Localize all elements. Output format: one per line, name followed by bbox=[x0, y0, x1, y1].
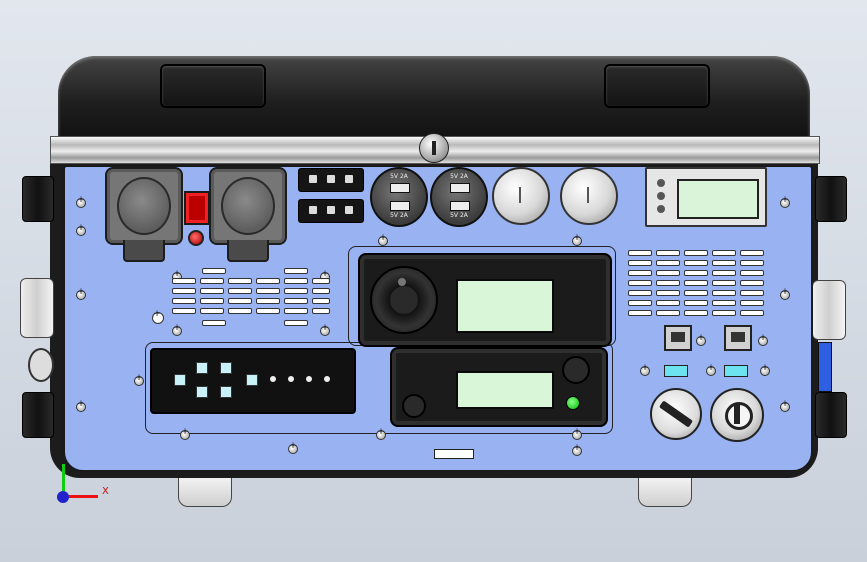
keypad-indicator-icon bbox=[324, 376, 330, 382]
screw-icon bbox=[172, 323, 182, 336]
socket-cover-tab[interactable] bbox=[227, 240, 269, 262]
screw-icon bbox=[320, 323, 330, 336]
keypad-key[interactable] bbox=[246, 374, 258, 386]
lid-handle-right[interactable] bbox=[604, 64, 710, 108]
screw-icon bbox=[180, 427, 190, 440]
indicator-button-left[interactable] bbox=[664, 365, 688, 377]
main-lcd-display bbox=[456, 279, 554, 333]
axis-x-icon bbox=[64, 495, 98, 498]
axis-origin-icon bbox=[57, 491, 69, 503]
screw-icon bbox=[572, 427, 582, 440]
power-socket-left-icon[interactable] bbox=[105, 167, 183, 245]
case-foot-right bbox=[638, 478, 692, 507]
usb-label: 5V 2A bbox=[450, 212, 468, 219]
usb-port-right-icon[interactable]: 5V 2A 5V 2A bbox=[430, 167, 488, 227]
power-socket-right-icon[interactable] bbox=[209, 167, 287, 245]
axis-x-label: X bbox=[102, 486, 109, 497]
meter-button-icon[interactable] bbox=[657, 179, 665, 187]
lid-handle-left[interactable] bbox=[160, 64, 266, 108]
power-indicator-icon bbox=[188, 230, 204, 246]
screw-icon bbox=[760, 363, 770, 376]
emergency-stop-icon[interactable] bbox=[650, 388, 702, 440]
label-plate bbox=[434, 449, 474, 459]
meter-button-icon[interactable] bbox=[657, 192, 665, 200]
screw-icon bbox=[134, 373, 144, 386]
status-led-icon bbox=[566, 396, 580, 410]
indicator-button-right[interactable] bbox=[724, 365, 748, 377]
rj45-port-left-icon[interactable] bbox=[664, 325, 692, 351]
controller-small-button[interactable] bbox=[402, 394, 426, 418]
dust-cap-right-icon[interactable] bbox=[560, 167, 618, 225]
keypad-key[interactable] bbox=[220, 386, 232, 398]
screw-icon bbox=[780, 195, 790, 208]
right-handle-bracket bbox=[812, 280, 846, 340]
indicator-lamp-icon bbox=[152, 309, 164, 324]
keypad-module bbox=[150, 348, 356, 414]
rotary-knob-icon[interactable] bbox=[370, 266, 438, 334]
screw-icon bbox=[376, 427, 386, 440]
case-lock-icon[interactable] bbox=[419, 133, 449, 163]
socket-face bbox=[221, 177, 275, 235]
socket-cover-tab[interactable] bbox=[123, 240, 165, 262]
dust-cap-left-icon[interactable] bbox=[492, 167, 550, 225]
screw-icon bbox=[780, 399, 790, 412]
controller-round-button[interactable] bbox=[562, 356, 590, 384]
left-latch-top[interactable] bbox=[22, 176, 54, 222]
right-latch-top[interactable] bbox=[815, 176, 847, 222]
panel-meter bbox=[645, 167, 767, 227]
meter-button-icon[interactable] bbox=[657, 205, 665, 213]
left-connector-icon bbox=[28, 348, 54, 382]
left-handle-bracket bbox=[20, 278, 54, 338]
vent-grille-right bbox=[628, 250, 768, 320]
secondary-lcd-display bbox=[456, 371, 554, 409]
screw-icon bbox=[572, 443, 582, 456]
power-rocker-switch[interactable] bbox=[184, 191, 210, 225]
right-blue-connector-icon bbox=[818, 342, 832, 392]
screw-icon bbox=[640, 363, 650, 376]
screw-icon bbox=[76, 223, 86, 236]
keypad-indicator-icon bbox=[288, 376, 294, 382]
usb-port-left-icon[interactable]: 5V 2A 5V 2A bbox=[370, 167, 428, 227]
socket-face bbox=[117, 177, 171, 235]
usb-label: 5V 2A bbox=[450, 173, 468, 180]
usb-label: 5V 2A bbox=[390, 212, 408, 219]
dc-connector-top-icon[interactable] bbox=[298, 168, 364, 192]
meter-display bbox=[677, 179, 759, 219]
usb-label: 5V 2A bbox=[390, 173, 408, 180]
dc-connector-bottom-icon[interactable] bbox=[298, 199, 364, 223]
case-foot-left bbox=[178, 478, 232, 507]
screw-icon bbox=[76, 287, 86, 300]
right-latch-bottom[interactable] bbox=[815, 392, 847, 438]
keypad-indicator-icon bbox=[306, 376, 312, 382]
keypad-key[interactable] bbox=[196, 386, 208, 398]
vent-grille-left bbox=[172, 268, 332, 330]
keypad-key[interactable] bbox=[196, 362, 208, 374]
screw-icon bbox=[378, 233, 388, 246]
axis-y-icon bbox=[62, 464, 65, 498]
screw-icon bbox=[706, 363, 716, 376]
screw-icon bbox=[696, 333, 706, 346]
keypad-indicator-icon bbox=[270, 376, 276, 382]
rj45-port-right-icon[interactable] bbox=[724, 325, 752, 351]
keypad-key[interactable] bbox=[220, 362, 232, 374]
screw-icon bbox=[758, 333, 768, 346]
screw-icon bbox=[76, 195, 86, 208]
screw-icon bbox=[572, 233, 582, 246]
screw-icon bbox=[288, 441, 298, 454]
key-switch-icon[interactable] bbox=[710, 388, 764, 442]
left-latch-bottom[interactable] bbox=[22, 392, 54, 438]
screw-icon bbox=[76, 399, 86, 412]
keypad-key[interactable] bbox=[174, 374, 186, 386]
screw-icon bbox=[780, 287, 790, 300]
